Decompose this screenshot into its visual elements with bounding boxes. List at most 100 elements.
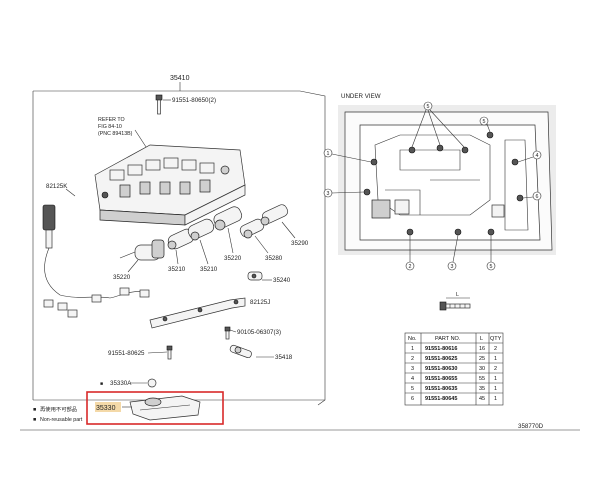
label-35330: 35330 bbox=[96, 405, 116, 412]
label-35410: 35410 bbox=[170, 75, 190, 82]
label-35220-b: 35220 bbox=[224, 255, 242, 262]
figure-code: 358770D bbox=[518, 423, 544, 430]
callout-6: 6 bbox=[522, 191, 542, 201]
wire-harness-icon bbox=[42, 204, 150, 318]
solenoid-35290-icon bbox=[260, 204, 289, 226]
right-under-view: UNDER VIEW 5 bbox=[323, 93, 556, 406]
table-row-l: 30 bbox=[479, 366, 485, 372]
legend-text-jp: 再使用不可部品 bbox=[40, 405, 77, 413]
svg-text:6: 6 bbox=[536, 194, 539, 200]
label-35280: 35280 bbox=[265, 255, 283, 262]
solenoid-35210-a-icon bbox=[167, 228, 195, 250]
refer-line-2: FIG 84-10 bbox=[98, 124, 122, 130]
highlight-box[interactable] bbox=[86, 391, 224, 425]
callout-3-bottom: 3 bbox=[447, 234, 459, 271]
bolt-dimension-icon: L bbox=[439, 292, 471, 311]
legend-text-en: Non-reusable part bbox=[40, 417, 83, 423]
solenoid-35210-b-icon bbox=[187, 218, 215, 241]
label-35240: 35240 bbox=[273, 277, 291, 284]
callout-5-right: 5 bbox=[479, 116, 491, 133]
svg-text:2: 2 bbox=[409, 264, 412, 270]
svg-text:3: 3 bbox=[451, 264, 454, 270]
th-qty: QTY bbox=[490, 336, 502, 342]
leader-35220-b bbox=[227, 227, 234, 254]
leader-bolt-mid bbox=[229, 329, 237, 333]
callout-1: 1 bbox=[323, 148, 372, 163]
callout-5-top: 5 bbox=[411, 101, 465, 148]
label-35290: 35290 bbox=[291, 240, 309, 247]
th-l: L bbox=[480, 336, 483, 342]
table-row-qty: 2 bbox=[494, 346, 497, 352]
label-82125j: 82125J bbox=[250, 299, 270, 306]
th-no: No. bbox=[408, 336, 417, 342]
label-35210-a: 35210 bbox=[168, 266, 186, 273]
table-row-qty: 2 bbox=[494, 366, 497, 372]
table-row-l: 45 bbox=[479, 396, 485, 402]
part-35240-icon bbox=[247, 271, 263, 281]
th-part: PART NO. bbox=[435, 336, 461, 342]
left-exploded-view: 35410 91551-80650(2) REFER TO FIG 84-10 … bbox=[32, 75, 326, 425]
svg-text:5: 5 bbox=[427, 104, 430, 110]
label-35330-highlight bbox=[95, 402, 121, 412]
table-row-part: 91551-80625 bbox=[425, 356, 457, 362]
bolt-mid-icon bbox=[224, 326, 231, 340]
svg-text:5: 5 bbox=[483, 119, 486, 125]
table-row-part: 91551-80616 bbox=[425, 346, 457, 352]
svg-text:1: 1 bbox=[327, 151, 330, 157]
oring-icon bbox=[147, 378, 157, 388]
callout-3-left: 3 bbox=[323, 188, 365, 198]
label-bolt-left: 91551-80625 bbox=[108, 350, 145, 357]
svg-text:5: 5 bbox=[490, 264, 493, 270]
leader-35210-b bbox=[199, 239, 209, 265]
leader-82125k bbox=[65, 188, 76, 197]
solenoid-35220-b-icon bbox=[213, 206, 243, 231]
part-35418-icon bbox=[229, 344, 252, 359]
callout-4: 4 bbox=[517, 150, 542, 163]
table-row-qty: 1 bbox=[494, 356, 497, 362]
leader-35280 bbox=[254, 235, 269, 254]
bolt-left-icon bbox=[166, 345, 173, 360]
nonreusable-mark-1: ■ bbox=[100, 381, 103, 387]
callout-5-bottom: 5 bbox=[486, 235, 496, 271]
label-35210-b: 35210 bbox=[200, 266, 218, 273]
label-bolt-top: 91551-80650(2) bbox=[172, 97, 216, 104]
leader-bolt-left bbox=[147, 351, 168, 354]
table-row-no: 6 bbox=[411, 396, 414, 402]
solenoid-35280-icon bbox=[239, 218, 265, 239]
table-row-no: 3 bbox=[411, 366, 414, 372]
solenoid-35220-a-icon bbox=[119, 239, 165, 261]
table-row-part: 91551-80635 bbox=[425, 386, 457, 392]
table-row-l: 25 bbox=[479, 356, 485, 362]
table-row-l: 35 bbox=[479, 386, 485, 392]
svg-text:L: L bbox=[456, 292, 459, 298]
oil-strainer-icon bbox=[129, 395, 201, 421]
table-row-no: 5 bbox=[411, 386, 414, 392]
parts-table: No. PART NO. L QTY 1 91551-80616 16 2 2 … bbox=[404, 332, 504, 406]
label-35220-a: 35220 bbox=[113, 274, 131, 281]
svg-text:4: 4 bbox=[536, 153, 539, 159]
table-row-no: 4 bbox=[411, 376, 414, 382]
table-row-l: 55 bbox=[479, 376, 485, 382]
svg-text:3: 3 bbox=[327, 191, 330, 197]
label-35418: 35418 bbox=[275, 354, 293, 361]
table-row-no: 2 bbox=[411, 356, 414, 362]
legend-symbol-1: ■ bbox=[33, 407, 36, 413]
refer-line-3: (PNC 89413B) bbox=[98, 131, 133, 137]
bracket-82125j-icon bbox=[149, 297, 246, 329]
leader-35220-a bbox=[127, 259, 139, 273]
valve-body-icon bbox=[94, 144, 246, 226]
table-row-part: 91551-80645 bbox=[425, 396, 457, 402]
leader-35290 bbox=[281, 221, 296, 239]
table-row-no: 1 bbox=[411, 346, 414, 352]
label-82125k: 82125K bbox=[46, 183, 68, 190]
table-row-part: 91551-80630 bbox=[425, 366, 457, 372]
under-view-title: UNDER VIEW bbox=[341, 93, 381, 100]
leader-refer bbox=[134, 129, 149, 151]
label-bolt-mid: 90105-06307(3) bbox=[237, 329, 281, 336]
legend-symbol-2: ■ bbox=[33, 417, 36, 423]
frame-outline bbox=[33, 90, 326, 406]
table-row-qty: 1 bbox=[494, 386, 497, 392]
table-row-qty: 1 bbox=[494, 396, 497, 402]
refer-line-1: REFER TO bbox=[98, 117, 125, 123]
table-row-part: 91551-80655 bbox=[425, 376, 457, 382]
